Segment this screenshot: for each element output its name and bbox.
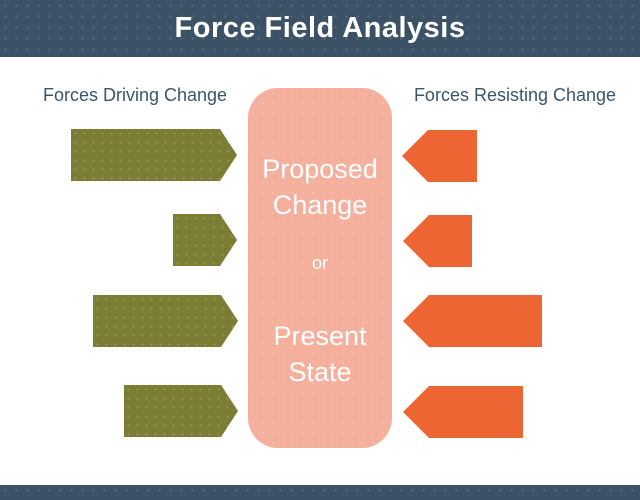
driving-force-arrow-3	[93, 295, 238, 347]
change-state-box: Proposed Change or Present State	[248, 88, 392, 448]
resisting-forces-label: Forces Resisting Change	[413, 85, 617, 105]
header-bar: Force Field Analysis	[0, 0, 640, 57]
driving-force-arrow-2	[173, 214, 237, 266]
page-title: Force Field Analysis	[174, 12, 466, 44]
present-state-line2: State	[288, 357, 352, 387]
proposed-change-line1: Proposed	[262, 154, 378, 184]
driving-forces-label: Forces Driving Change	[42, 85, 228, 105]
proposed-change-line2: Change	[272, 190, 368, 220]
footer-bar	[0, 485, 640, 500]
resisting-force-arrow-3	[403, 295, 542, 347]
present-state-line1: Present	[273, 321, 367, 351]
resisting-force-arrow-1	[402, 130, 477, 182]
driving-force-arrow-4	[124, 385, 238, 437]
resisting-force-arrow-2	[403, 215, 472, 267]
or-divider-text: or	[311, 253, 328, 273]
driving-force-arrow-1	[71, 129, 237, 181]
resisting-force-arrow-4	[403, 386, 523, 438]
